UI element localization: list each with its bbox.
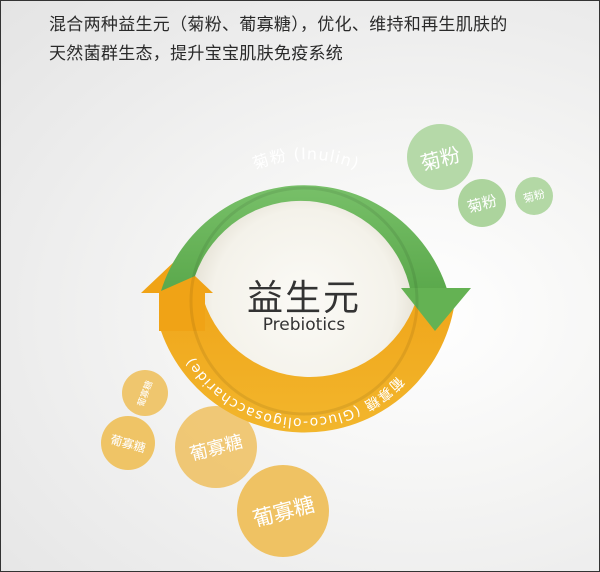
green-arc	[161, 185, 447, 293]
intro-line-2: 天然菌群生态，提升宝宝肌肤免疫系统	[49, 44, 344, 64]
intro-text: 混合两种益生元（菊粉、葡寡糖），优化、维持和再生肌肤的 天然菌群生态，提升宝宝肌…	[49, 11, 508, 69]
center-title: 益生元	[246, 278, 361, 319]
orange-bubble-tiny: 葡寡糖	[122, 370, 168, 416]
green-bubble-small: 菊粉	[515, 177, 553, 215]
orange-arc	[161, 291, 456, 433]
green-arrow-head	[401, 288, 471, 331]
orange-bubble-large: 葡寡糖	[237, 465, 329, 557]
center-subtitle: Prebiotics	[262, 315, 346, 335]
green-bubble-medium: 菊粉	[458, 179, 506, 227]
green-bubble-large: 菊粉	[407, 124, 473, 190]
svg-text:菊粉 (Inulin): 菊粉 (Inulin)	[250, 144, 363, 173]
orange-bubble-small: 葡寡糖	[101, 416, 155, 470]
intro-line-1: 混合两种益生元（菊粉、葡寡糖），优化、维持和再生肌肤的	[49, 15, 508, 35]
green-ring-label: 菊粉 (Inulin)	[250, 144, 362, 173]
